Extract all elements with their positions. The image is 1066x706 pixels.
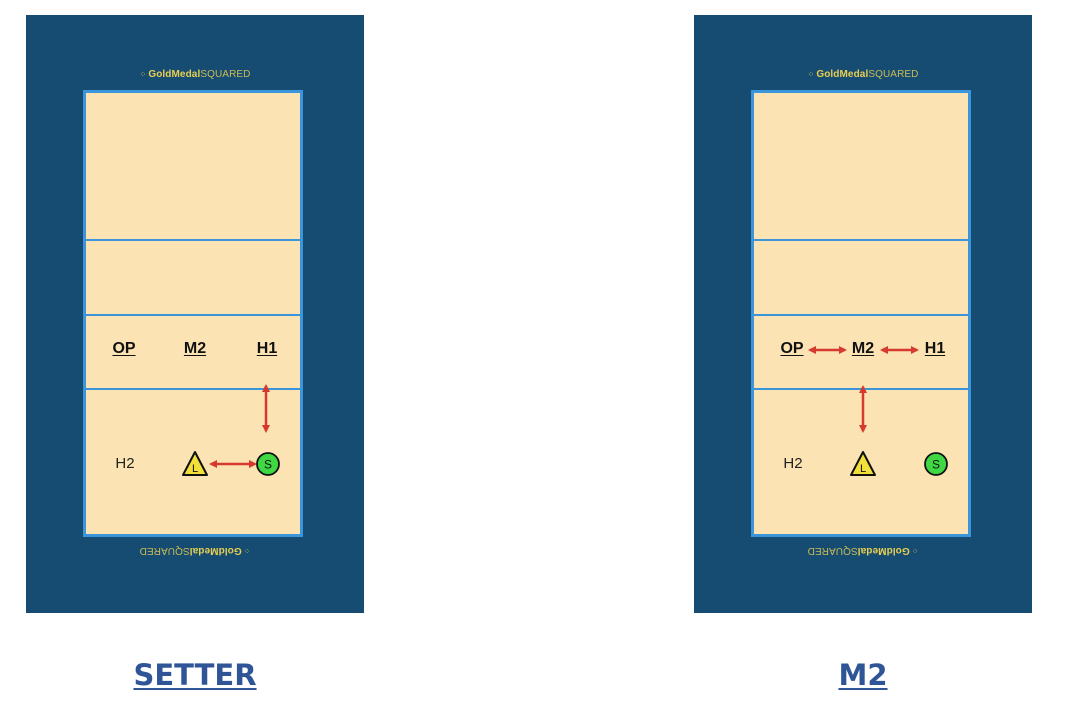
court-diagram-setter: ⁘GoldMedalSQUARED OP M2 H1 H2 L S ⁘GoldM… [26,15,364,613]
court-line-attack [86,314,300,316]
setter-caption-link[interactable]: SETTER [133,658,257,692]
player-m2-label: M2 [183,340,207,357]
player-op-label: OP [112,340,136,357]
player-h1-label: H1 [256,340,278,357]
player-h2-label: H2 [115,455,135,472]
court-line-deep [754,239,968,241]
court-line-net [754,388,968,390]
m2-caption-link[interactable]: M2 [838,658,888,692]
brand-logo-bottom: ⁘GoldMedalSQUARED [807,545,919,556]
court-line-net [86,388,300,390]
brand-logo-top: ⁘GoldMedalSQUARED [139,69,251,80]
brand-logo-top: ⁘GoldMedalSQUARED [807,69,919,80]
player-h1-label: H1 [924,340,946,357]
court-line-deep [86,239,300,241]
player-h2-label: H2 [783,455,803,472]
court-line-attack [754,314,968,316]
player-op-label: OP [780,340,804,357]
brand-logo-bottom: ⁘GoldMedalSQUARED [139,545,251,556]
court-diagram-m2: ⁘GoldMedalSQUARED OP M2 H1 H2 L S ⁘GoldM… [694,15,1032,613]
player-m2-label: M2 [851,340,875,357]
